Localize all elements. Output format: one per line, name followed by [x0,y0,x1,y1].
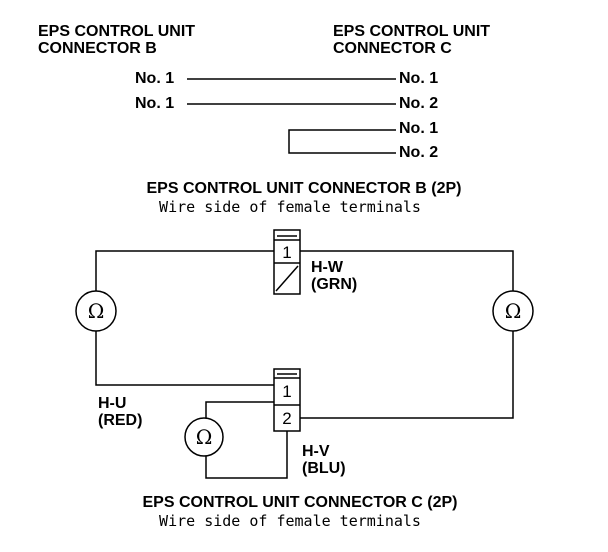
connector-b-heading-line1: EPS CONTROL UNIT [38,23,195,40]
connector-c-heading-line1: EPS CONTROL UNIT [333,23,490,40]
ohmmeter-icon: Ω [492,290,534,332]
connector-b: 1 [273,229,301,295]
row2-left-pin: No. 1 [135,95,174,112]
row3-right-pin: No. 1 [399,120,438,137]
connector-c-pin-1: 1 [282,382,291,401]
connector-b-title: EPS CONTROL UNIT CONNECTOR B (2P) [147,180,462,197]
hu-wire-name: H-U [98,395,126,412]
hw-wire-name: H-W [311,259,344,276]
small-meter-symbol: Ω [196,425,213,449]
row1-left-pin: No. 1 [135,70,174,87]
unused-terminal-hatch [275,265,299,292]
wire-small-meter-to-c2 [205,431,288,479]
connector-b-heading-line2: CONNECTOR B [38,40,157,57]
connector-c: 1 2 [273,368,301,432]
hv-wire-color: (BLU) [302,460,346,477]
row1-right-pin: No. 1 [399,70,438,87]
wire-b-to-right-meter [300,250,514,291]
connector-c-title: EPS CONTROL UNIT CONNECTOR C (2P) [143,494,458,511]
hv-wire-name: H-V [302,443,330,460]
ohmmeter-icon: Ω [184,417,224,457]
connector-c-heading-line2: CONNECTOR C [333,40,452,57]
wire-left-meter-to-c1 [95,331,274,386]
connector-b-pin-1: 1 [282,243,291,262]
connector-b-subtitle: Wire side of female terminals [159,198,421,216]
row3-row4-bridge-line [288,129,396,154]
wire-c1-to-small-meter [205,401,274,420]
wire-b-to-left-meter [95,250,274,291]
hw-wire-color: (GRN) [311,276,357,293]
connector-c-pin-2: 2 [282,409,291,428]
row2-right-pin: No. 2 [399,95,438,112]
ohmmeter-icon: Ω [75,290,117,332]
left-meter-symbol: Ω [88,299,105,323]
row4-right-pin: No. 2 [399,144,438,161]
right-meter-symbol: Ω [505,299,522,323]
connector-c-subtitle: Wire side of female terminals [159,512,421,530]
wire-right-meter-to-c2 [300,331,514,419]
hu-wire-color: (RED) [98,412,142,429]
